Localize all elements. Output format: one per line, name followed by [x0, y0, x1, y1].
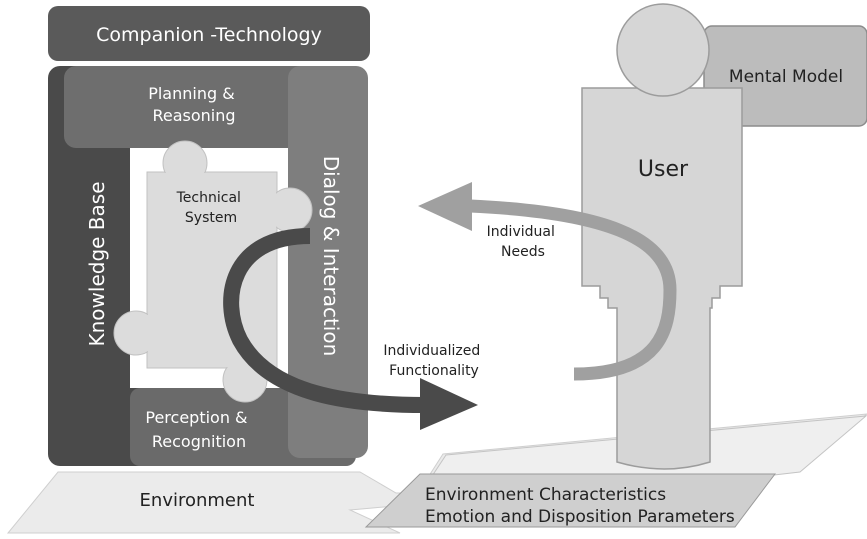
dialog-interaction-module [288, 66, 368, 458]
environment-characteristics-label: Environment Characteristics Emotion and … [425, 485, 735, 527]
individual-needs-arrowhead [418, 182, 472, 231]
planning-reasoning-label: Planning & Reasoning [148, 84, 240, 125]
individual-needs-label: Individual Needs [487, 224, 560, 260]
characteristics-panel [364, 473, 777, 528]
planning-reasoning-module [64, 66, 344, 148]
mental-model-label: Mental Model [729, 67, 843, 87]
companion-technology-title-box [48, 6, 370, 61]
knowledge-base-label: Knowledge Base [85, 182, 109, 347]
environment-label: Environment [140, 490, 255, 511]
individual-needs-arrow [469, 199, 677, 381]
individualized-functionality-arrow [223, 228, 426, 413]
mental-model-box [703, 25, 867, 127]
perception-recognition-label: Perception & Recognition [145, 408, 252, 451]
individualized-functionality-label: Individualized Functionality [383, 343, 484, 379]
companion-technology-title: Companion -Technology [96, 24, 322, 46]
individualized-functionality-arrowhead [420, 378, 478, 430]
user-label: User [638, 157, 689, 182]
technical-system-label: Technical System [176, 190, 246, 226]
dialog-interaction-label: Dialog & Interaction [319, 156, 343, 357]
